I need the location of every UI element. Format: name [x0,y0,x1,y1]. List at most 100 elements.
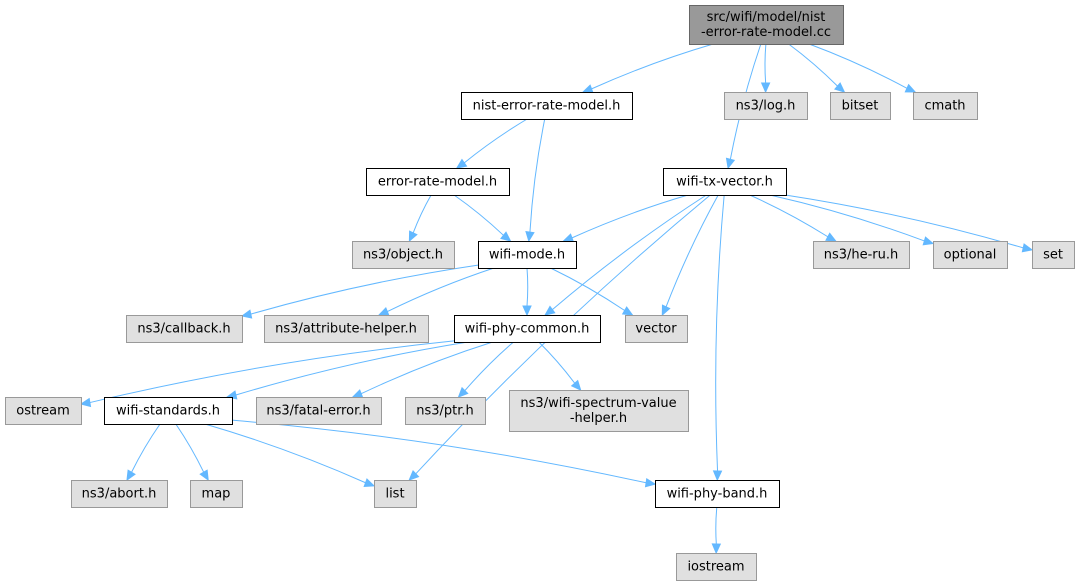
node-box-attr [264,315,429,343]
node-map: map [190,480,243,508]
node-mode[interactable]: wifi-mode.h [478,241,577,269]
edge-txv-to-band [715,194,725,472]
node-std[interactable]: wifi-standards.h [104,397,233,425]
node-label-bitset: bitset [842,99,879,114]
node-optional: optional [933,241,1008,269]
arrowhead-txv-to-set [1021,243,1034,253]
node-box-iostream [676,553,757,581]
node-label-cb: ns3/callback.h [137,322,230,337]
nodes-layer: src/wifi/model/nist-error-rate-model.cc n… [5,5,1075,581]
node-cmath: cmath [913,92,978,120]
node-label-spec: -helper.h [570,411,627,426]
node-box-nist [461,92,633,120]
node-label-root: src/wifi/model/nist [707,10,826,25]
arrowhead-root-to-nist [581,84,594,94]
node-txv[interactable]: wifi-tx-vector.h [663,168,787,196]
node-ptr: ns3/ptr.h [405,397,486,425]
node-label-log: ns3/log.h [736,99,796,114]
edge-std-to-map [175,423,205,473]
arrowhead-root-to-log [760,82,771,94]
node-band[interactable]: wifi-phy-band.h [655,480,780,508]
node-set: set [1032,241,1075,269]
node-label-spec: ns3/wifi-spectrum-value [520,396,676,411]
node-box-optional [933,241,1008,269]
node-vector: vector [625,315,688,343]
node-bitset: bitset [830,92,891,120]
node-label-map: map [202,487,231,502]
node-box-erm [366,168,510,196]
edge-mode-to-vector [550,267,625,311]
node-box-std [104,397,233,425]
edge-mode-to-common [526,267,529,307]
arrowhead-std-to-list [363,478,376,488]
arrowhead-common-to-fatal [351,389,364,398]
node-label-attr: ns3/attribute-helper.h [275,322,417,337]
edge-common-to-fatal [360,341,493,395]
node-label-heru: ns3/he-ru.h [824,248,899,263]
node-box-root [689,5,844,45]
node-ostream: ostream [5,397,82,425]
node-spec: ns3/wifi-spectrum-value-helper.h [509,390,689,432]
arrowhead-nist-to-erm [455,158,468,169]
node-erm[interactable]: error-rate-model.h [366,168,510,196]
node-root[interactable]: src/wifi/model/nist-error-rate-model.cc [689,5,844,45]
arrowhead-std-to-band [644,477,657,488]
node-label-root: -error-rate-model.cc [701,25,831,40]
arrowhead-txv-to-list [408,470,420,481]
node-box-fatal [256,397,382,425]
node-box-txv [663,168,787,196]
node-abort: ns3/abort.h [71,480,168,508]
edge-txv-to-mode [571,194,689,239]
node-label-obj: ns3/object.h [363,248,443,263]
node-nist[interactable]: nist-error-rate-model.h [461,92,633,120]
node-box-common [454,315,601,343]
edge-root-to-nist [591,43,714,90]
edge-root-to-bitset [788,43,838,87]
node-label-mode: wifi-mode.h [489,248,565,263]
arrowhead-root-to-txv [725,157,736,170]
edge-root-to-log [764,43,767,84]
node-label-band: wifi-phy-band.h [667,487,768,502]
node-label-vector: vector [635,322,677,337]
node-box-abort [71,480,168,508]
node-label-nist: nist-error-rate-model.h [473,99,621,114]
node-list: list [374,480,417,508]
edge-erm-to-mode [453,194,504,236]
node-common[interactable]: wifi-phy-common.h [454,315,601,343]
arrowhead-nist-to-mode [525,230,535,243]
node-box-heru [813,241,910,269]
edge-mode-to-attr [387,267,495,313]
arrowhead-txv-to-band [712,470,723,482]
node-label-iostream: iostream [687,560,744,575]
node-box-obj [352,241,455,269]
node-box-ostream [5,397,82,425]
edge-std-to-band [231,419,647,484]
arrowhead-mode-to-attr [377,306,390,316]
node-box-log [724,92,808,120]
node-iostream: iostream [676,553,757,581]
edge-common-to-std [235,341,468,396]
node-box-ptr [405,397,486,425]
arrowhead-txv-to-heru [825,232,837,242]
node-label-optional: optional [944,248,997,263]
edge-txv-to-vector [665,194,719,308]
arrowhead-txv-to-optional [922,236,935,246]
node-label-common: wifi-phy-common.h [465,322,590,337]
node-box-set [1032,241,1075,269]
edge-common-to-ptr [464,341,514,391]
edge-erm-to-obj [412,194,432,234]
node-box-cb [126,315,243,343]
node-label-set: set [1043,248,1063,263]
edge-txv-to-heru [749,194,829,238]
node-label-fatal: ns3/fatal-error.h [266,404,370,419]
node-cb: ns3/callback.h [126,315,243,343]
edge-txv-to-set [785,194,1024,249]
edge-txv-to-common [552,194,707,311]
node-log: ns3/log.h [724,92,808,120]
node-box-mode [478,241,577,269]
node-box-bitset [830,92,891,120]
arrowhead-mode-to-common [522,305,532,317]
arrowhead-common-to-ptr [457,386,469,398]
node-box-band [655,480,780,508]
arrowhead-txv-to-mode [562,233,575,243]
